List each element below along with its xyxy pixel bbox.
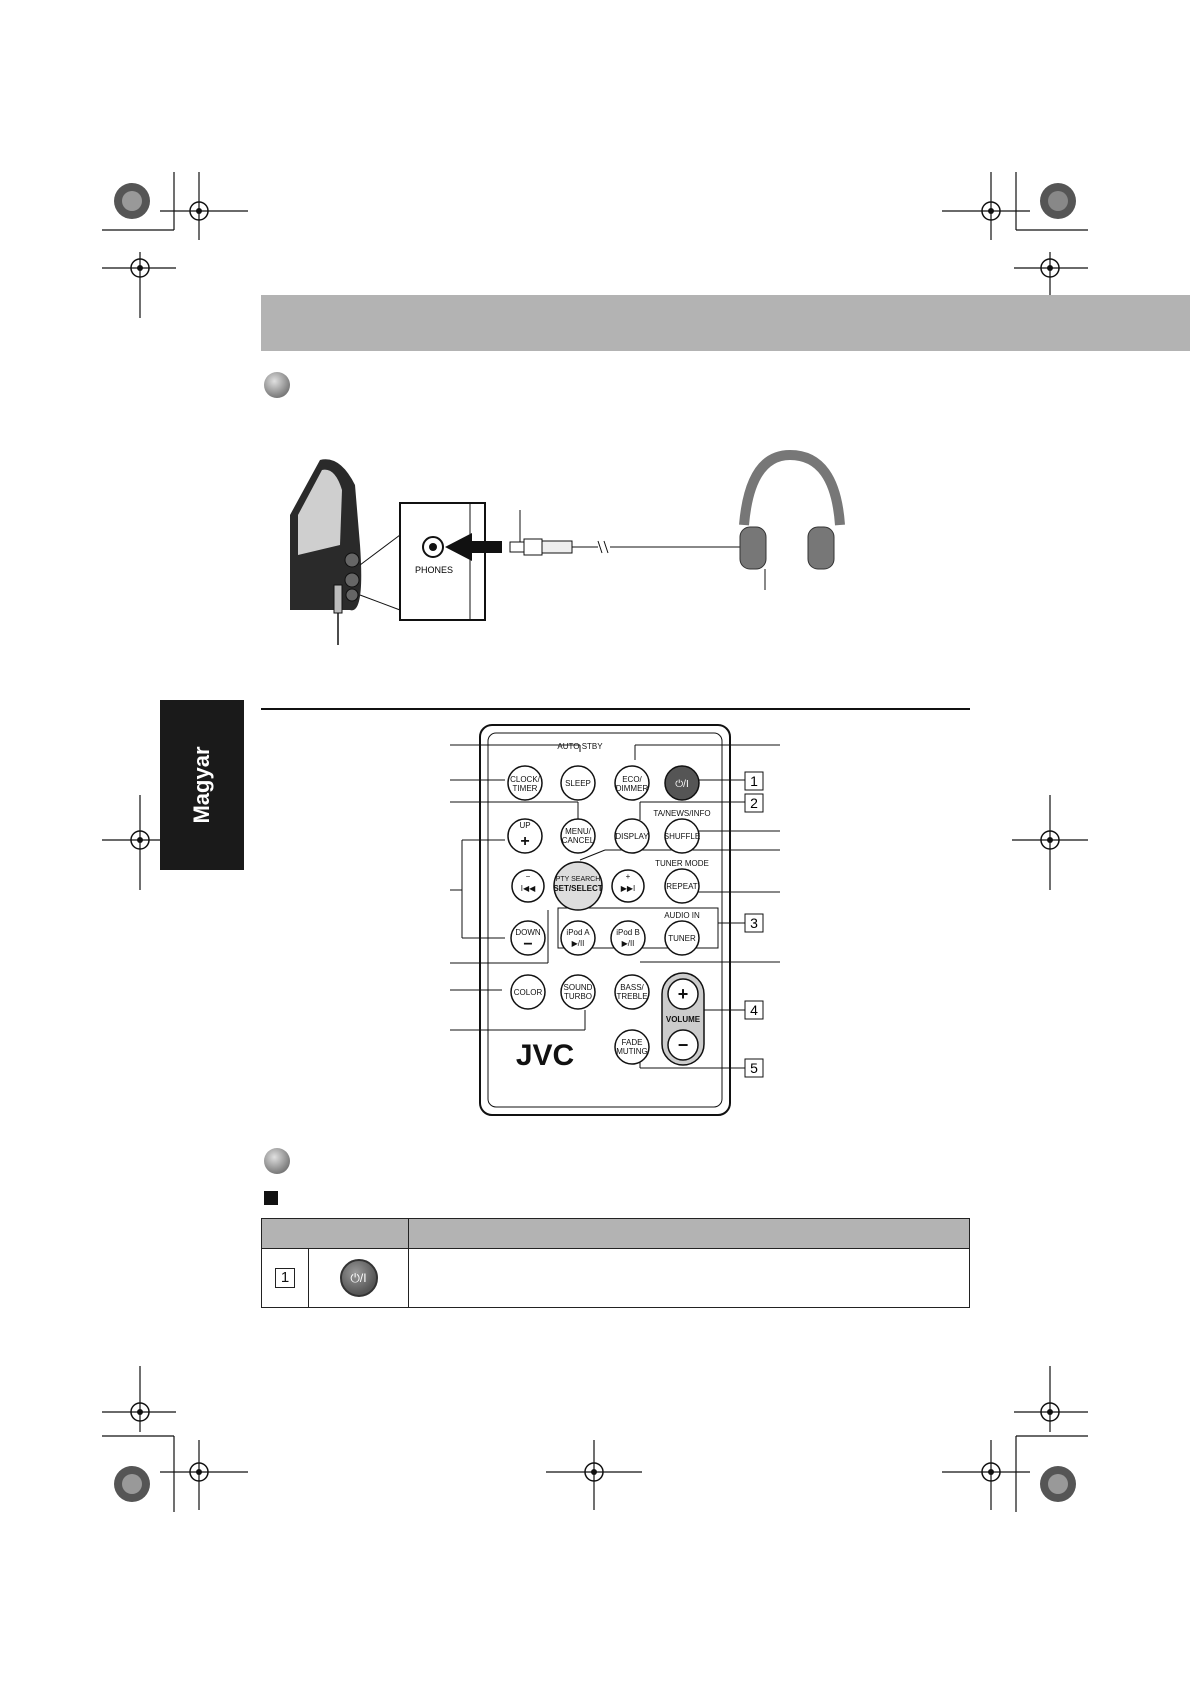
volume-down-button[interactable]: − <box>678 1035 689 1055</box>
row-description <box>408 1248 970 1308</box>
volume-label: VOLUME <box>666 1015 701 1024</box>
fade-muting-button-line2[interactable]: MUTING <box>616 1047 648 1056</box>
section-header-band <box>261 295 1190 351</box>
set-select-button[interactable]: SET/SELECT <box>553 884 602 893</box>
bass-treble-button[interactable]: BASS/ <box>620 983 644 992</box>
ipod-b-play-pause: ▶/II <box>622 939 635 948</box>
callout-2: 2 <box>750 795 758 811</box>
pty-search-label: PTY SEARCH <box>556 876 601 883</box>
subsection-square-marker <box>264 1191 278 1205</box>
clock-timer-button[interactable]: CLOCK/ <box>510 775 541 784</box>
menu-cancel-button-line2[interactable]: CANCEL <box>562 836 595 845</box>
remote-control-figure: 1 2 3 4 5 AUTO STBY SLEEP CLOCK/ TIMER E… <box>450 724 780 1116</box>
menu-cancel-button[interactable]: MENU/ <box>565 827 592 836</box>
bass-treble-button-line2[interactable]: TREBLE <box>616 992 647 1001</box>
tuner-button[interactable]: TUNER <box>668 934 696 943</box>
callout-5: 5 <box>750 1060 758 1076</box>
phones-jack-label: PHONES <box>415 565 453 575</box>
up-plus-button[interactable]: + <box>520 833 529 850</box>
auto-stby-label: AUTO STBY <box>557 742 603 751</box>
section-rule <box>261 708 970 710</box>
eco-dimmer-button-line2[interactable]: DIMMER <box>616 784 649 793</box>
language-label: Magyar <box>189 746 214 824</box>
down-minus-button[interactable]: − <box>523 936 532 953</box>
shuffle-button[interactable]: SHUFFLE <box>664 832 700 841</box>
callout-3: 3 <box>750 915 758 931</box>
main-unit-side-view <box>290 459 401 645</box>
display-button[interactable]: DISPLAY <box>615 832 649 841</box>
next-symbol: + <box>626 872 631 881</box>
up-label: UP <box>519 821 530 830</box>
section-bullet-headphones <box>264 372 290 398</box>
prev-button[interactable]: I◀◀ <box>521 884 536 893</box>
color-button[interactable]: COLOR <box>514 988 543 997</box>
table-header-button <box>261 1218 409 1249</box>
ipod-b-button[interactable]: iPod B <box>616 928 640 937</box>
table-row: 1 ⏻/I <box>261 1248 970 1308</box>
language-side-tab: Magyar <box>160 700 244 870</box>
audio-in-label: AUDIO IN <box>664 911 700 920</box>
sound-turbo-button[interactable]: SOUND <box>564 983 593 992</box>
clock-timer-button-line2[interactable]: TIMER <box>513 784 538 793</box>
brand-logo: JVC <box>516 1039 574 1072</box>
sound-turbo-button-line2[interactable]: TURBO <box>564 992 592 1001</box>
tuner-mode-label: TUNER MODE <box>655 859 709 868</box>
table-header-function <box>408 1218 970 1249</box>
callout-4: 4 <box>750 1002 758 1018</box>
sleep-button[interactable]: SLEEP <box>565 779 591 788</box>
callout-numbers: 1 2 3 4 5 <box>744 771 764 1078</box>
headphone-connection-figure: PHONES <box>290 449 845 645</box>
section-bullet-remote <box>264 1148 290 1174</box>
ta-news-info-label: TA/NEWS/INFO <box>653 809 710 818</box>
callout-1: 1 <box>750 773 758 789</box>
ipod-a-button[interactable]: iPod A <box>566 928 590 937</box>
repeat-button[interactable]: REPEAT <box>666 882 698 891</box>
eco-dimmer-button[interactable]: ECO/ <box>622 775 642 784</box>
power-button[interactable]: ⏻/I <box>675 779 688 790</box>
function-table: 1 ⏻/I <box>261 1218 970 1308</box>
row-number: 1 <box>275 1268 295 1288</box>
power-button-icon: ⏻/I <box>339 1259 378 1297</box>
headphones-icon <box>739 449 845 590</box>
ipod-a-play-pause: ▶/II <box>572 939 585 948</box>
volume-up-button[interactable]: + <box>678 984 689 1004</box>
prev-symbol: − <box>526 872 531 881</box>
down-label: DOWN <box>515 928 541 937</box>
next-button[interactable]: ▶▶I <box>621 884 636 893</box>
fade-muting-button[interactable]: FADE <box>622 1038 643 1047</box>
